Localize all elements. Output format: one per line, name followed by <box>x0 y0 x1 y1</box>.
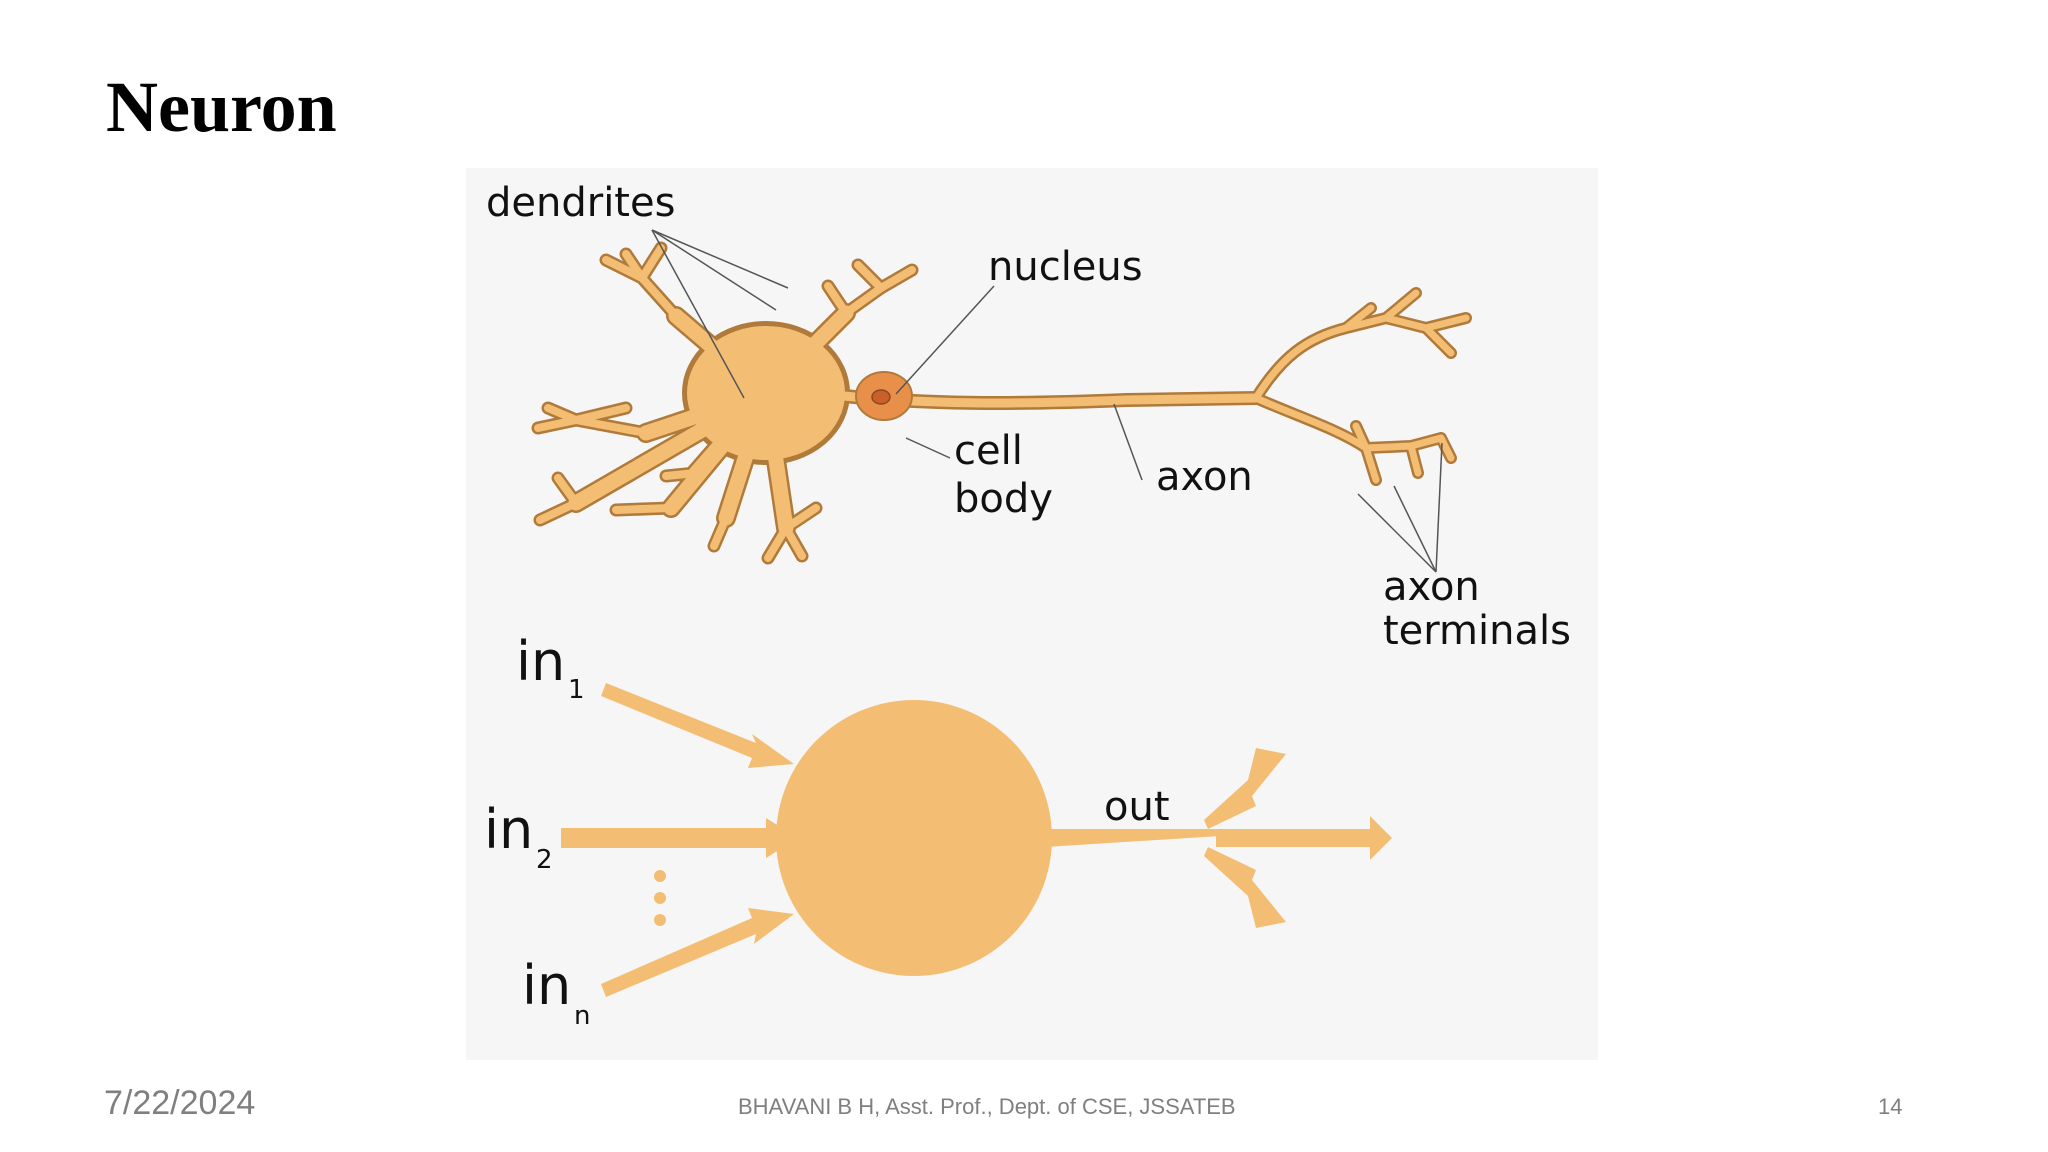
footer-date: 7/22/2024 <box>104 1084 256 1122</box>
dendrites-leader-1 <box>651 229 789 289</box>
neuron-figure: dendrites nucleus cell body axon axon te… <box>466 168 1598 1060</box>
cell-body <box>687 326 845 460</box>
label-cell: cell <box>954 428 1023 474</box>
input-arrow-1 <box>601 683 794 768</box>
label-in1: in <box>516 630 565 693</box>
terminals-leader-3 <box>1357 493 1437 573</box>
label-out: out <box>1104 784 1170 830</box>
footer-author: BHAVANI B H, Asst. Prof., Dept. of CSE, … <box>738 1094 1236 1119</box>
continuation-dots <box>654 870 666 926</box>
axon-leader <box>1113 403 1143 481</box>
dendrites-leader-3 <box>651 229 745 399</box>
dendrites-leader-2 <box>651 229 777 311</box>
label-axon-terminals-2: terminals <box>1383 608 1571 654</box>
cell-body-leader <box>905 437 951 459</box>
label-body: body <box>954 476 1053 522</box>
label-dendrites: dendrites <box>486 180 675 226</box>
input-arrow-n <box>601 908 794 997</box>
label-in2-sub: 2 <box>536 845 553 875</box>
neuron-diagram: dendrites nucleus cell body axon axon te… <box>484 180 1571 1031</box>
output-arrow-up <box>1204 748 1286 829</box>
artificial-neuron: in 1 in 2 in n out <box>484 630 1392 1031</box>
label-nucleus: nucleus <box>988 244 1143 290</box>
input-arrow-2 <box>561 818 798 858</box>
output-arrow-mid <box>1216 816 1392 860</box>
label-axon: axon <box>1156 454 1253 500</box>
label-in1-sub: 1 <box>568 675 585 705</box>
label-in2: in <box>484 798 533 861</box>
terminals-leader-2 <box>1393 485 1437 573</box>
nucleus-leader <box>895 285 995 395</box>
output-arrows <box>1046 748 1392 928</box>
terminals-leader-1 <box>1435 442 1443 573</box>
output-arrow-down <box>1204 847 1286 928</box>
input-arrows <box>561 683 798 997</box>
slide-title: Neuron <box>106 67 337 147</box>
biological-neuron <box>531 241 1472 565</box>
label-inn: in <box>522 954 571 1017</box>
label-inn-sub: n <box>574 1001 590 1031</box>
label-axon-terminals-1: axon <box>1383 564 1480 610</box>
leader-lines <box>651 229 1443 573</box>
nucleus-shape <box>855 371 913 421</box>
neuron-body-circle <box>776 700 1052 976</box>
footer-page-number: 14 <box>1878 1094 1903 1119</box>
